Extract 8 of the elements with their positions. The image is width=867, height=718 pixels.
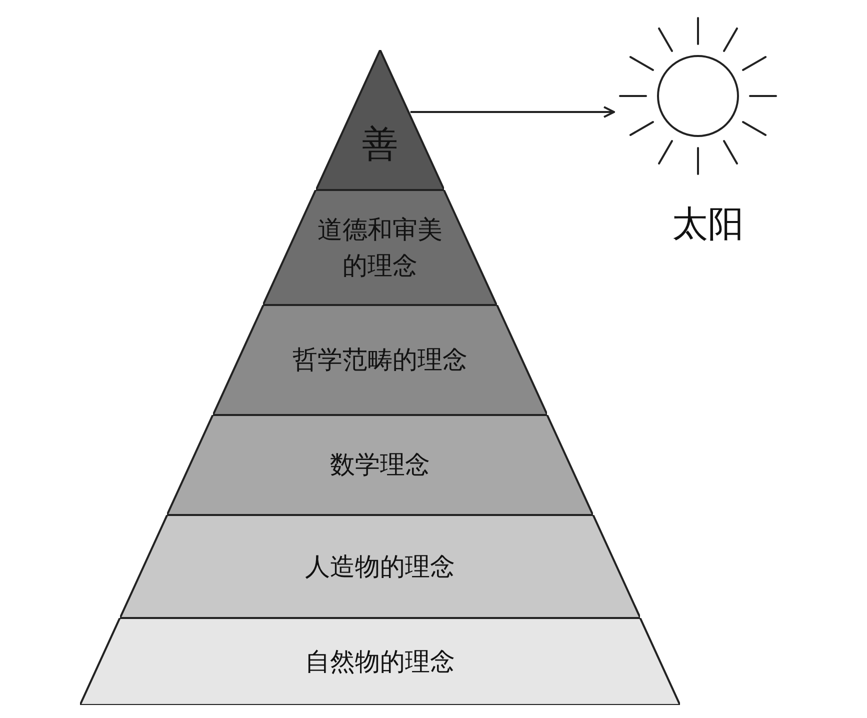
tier-label: 人造物的理念 bbox=[304, 550, 456, 582]
arrow bbox=[410, 106, 615, 118]
tier-label: 数学理念 bbox=[328, 448, 431, 481]
tier-label: 善 bbox=[360, 123, 399, 168]
sun-label: 太阳 bbox=[672, 203, 744, 247]
tier-label: 自然物的理念 bbox=[304, 645, 456, 678]
tier-label: 哲学范畴的理念 bbox=[291, 344, 468, 376]
tier-label: 道德和审美的理念 bbox=[316, 213, 444, 282]
